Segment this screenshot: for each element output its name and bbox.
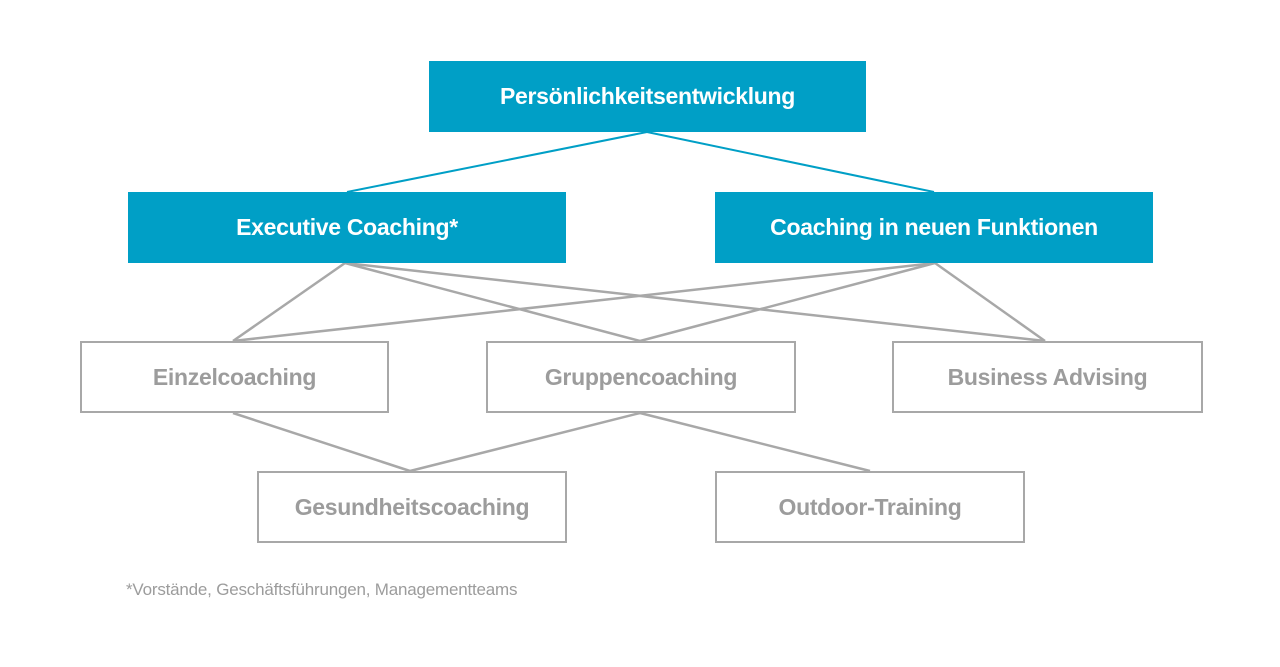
- edge-functions-einzel: [232, 261, 936, 343]
- edge-gruppen-gesundheit: [409, 411, 641, 473]
- node-coaching-neue-funktionen: Coaching in neuen Funktionen: [715, 192, 1153, 263]
- secondary-connectors: [232, 261, 1046, 473]
- edge-root-executive: [346, 131, 648, 193]
- node-persoenlichkeitsentwicklung: Persönlichkeitsentwicklung: [429, 61, 866, 132]
- node-label: Gesundheitscoaching: [294, 493, 530, 520]
- node-gruppencoaching: Gruppencoaching: [486, 341, 796, 413]
- node-gesundheitscoaching: Gesundheitscoaching: [257, 471, 567, 543]
- edge-executive-business: [344, 261, 1046, 343]
- node-label: Executive Coaching*: [236, 214, 458, 240]
- edge-executive-einzel: [232, 261, 346, 343]
- edge-functions-business: [934, 261, 1046, 343]
- node-label: Einzelcoaching: [152, 363, 317, 390]
- edge-einzel-gesundheit: [232, 411, 411, 473]
- edge-gruppen-outdoor: [639, 411, 871, 473]
- node-label: Persönlichkeitsentwicklung: [499, 83, 796, 109]
- node-einzelcoaching: Einzelcoaching: [80, 341, 389, 413]
- footnote: *Vorstände, Geschäftsführungen, Manageme…: [126, 580, 518, 599]
- node-executive-coaching: Executive Coaching*: [128, 192, 566, 263]
- node-outdoor-training: Outdoor-Training: [715, 471, 1025, 543]
- node-business-advising: Business Advising: [892, 341, 1203, 413]
- primary-connectors: [346, 131, 935, 193]
- edge-executive-gruppen: [344, 261, 641, 343]
- node-label: Coaching in neuen Funktionen: [770, 214, 1098, 240]
- node-label: Gruppencoaching: [544, 363, 738, 390]
- node-label: Outdoor-Training: [778, 493, 962, 520]
- edge-root-functions: [646, 131, 935, 193]
- node-label: Business Advising: [947, 363, 1148, 390]
- edge-functions-gruppen: [639, 261, 936, 343]
